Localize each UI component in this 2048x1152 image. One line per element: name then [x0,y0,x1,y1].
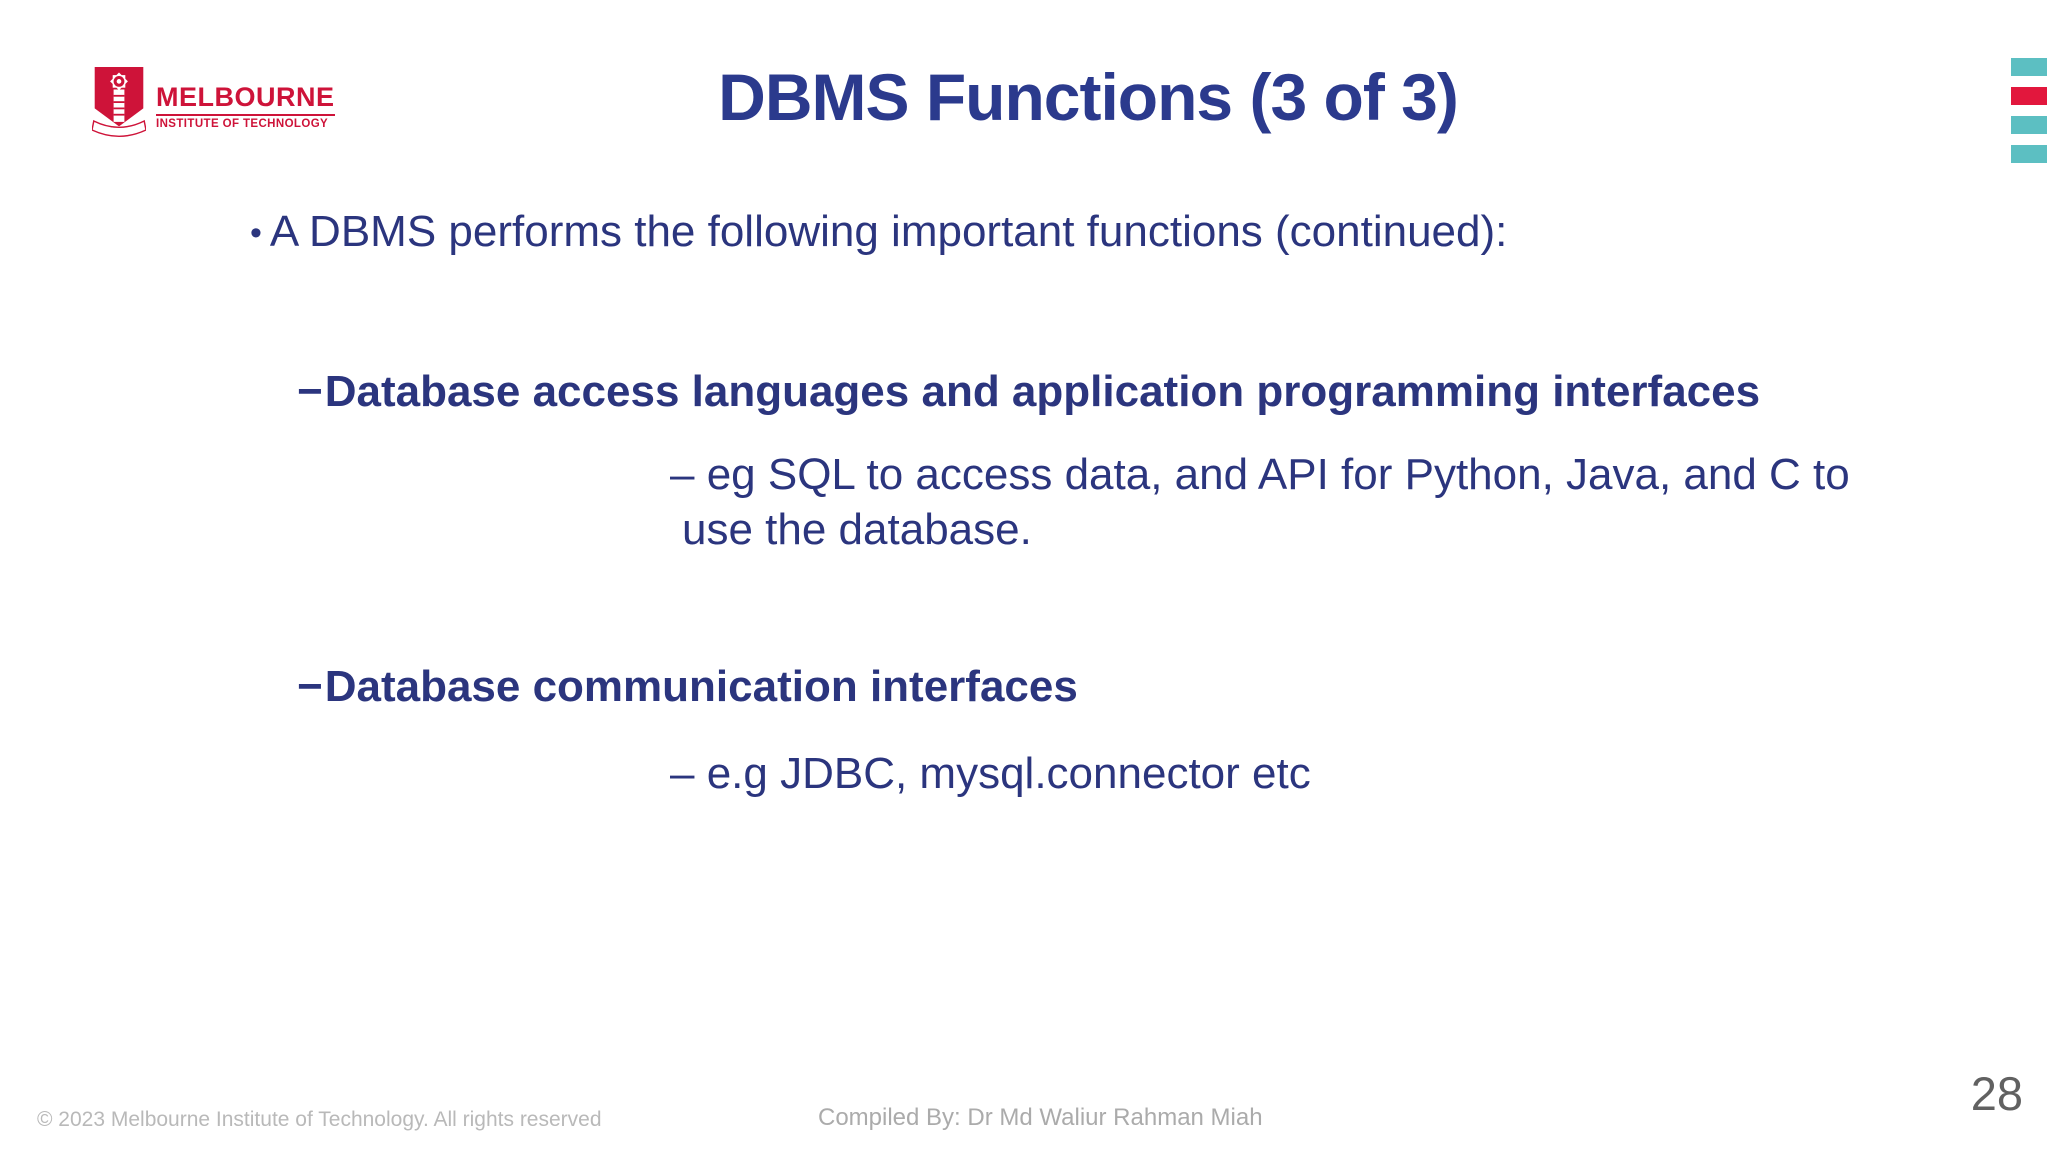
mit-logo-text: MELBOURNE INSTITUTE OF TECHNOLOGY [156,64,335,131]
sub-bullet-access-languages: −Database access languages and applicati… [297,364,1760,419]
bullet-main-text: A DBMS performs the following important … [269,207,1508,256]
corner-bar-red [2011,87,2047,105]
sub-bullet-communication-interfaces: −Database communication interfaces [297,659,1078,714]
mit-shield-icon [92,67,146,138]
sub-sub-bullet-sql-api: – eg SQL to access data, and API for Pyt… [670,447,1850,557]
corner-bar-teal-1 [2011,58,2047,76]
bullet-marker: • [250,214,262,252]
bullet-main: •A DBMS performs the following important… [250,204,1507,261]
jdbc-text: – e.g JDBC, mysql.connector etc [670,749,1311,798]
sub-bullet-access-languages-text: Database access languages and applicatio… [324,367,1761,416]
corner-bars-decoration [2011,58,2047,174]
logo-subtitle: INSTITUTE OF TECHNOLOGY [156,114,335,131]
dash-marker: − [297,662,323,711]
slide-title: DBMS Functions (3 of 3) [718,60,1459,134]
page-number: 28 [1970,1067,2023,1120]
corner-bar-teal-2 [2011,116,2047,134]
mit-logo: MELBOURNE INSTITUTE OF TECHNOLOGY [92,64,335,142]
footer-compiled-by: Compiled By: Dr Md Waliur Rahman Miah [818,1104,1263,1131]
logo-name: MELBOURNE [156,82,335,112]
sub-bullet-communication-interfaces-text: Database communication interfaces [324,662,1078,711]
sql-api-line2: use the database. [682,505,1032,554]
dash-marker: − [297,367,323,416]
corner-bar-teal-3 [2011,145,2047,163]
sql-api-line1: – eg SQL to access data, and API for Pyt… [670,450,1850,499]
footer-copyright: © 2023 Melbourne Institute of Technology… [37,1108,602,1131]
sub-sub-bullet-jdbc: – e.g JDBC, mysql.connector etc [670,746,1311,801]
